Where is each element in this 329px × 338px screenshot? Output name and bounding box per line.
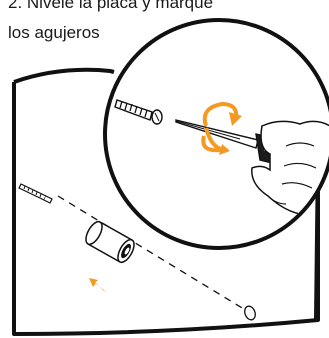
direction-arrow-icon <box>89 278 105 292</box>
rotate-arrows-icon <box>201 101 242 155</box>
cylinder-plug <box>85 220 135 264</box>
hole-marker <box>244 305 256 321</box>
instruction-line-1: 2. Nivele la placa y marque <box>8 0 214 12</box>
instruction-line-2: los agujeros <box>8 23 100 42</box>
wall-plate <box>12 67 320 336</box>
magnifier <box>103 18 329 250</box>
wall-anchor-small <box>18 183 53 204</box>
wall-anchor-large <box>114 99 163 125</box>
